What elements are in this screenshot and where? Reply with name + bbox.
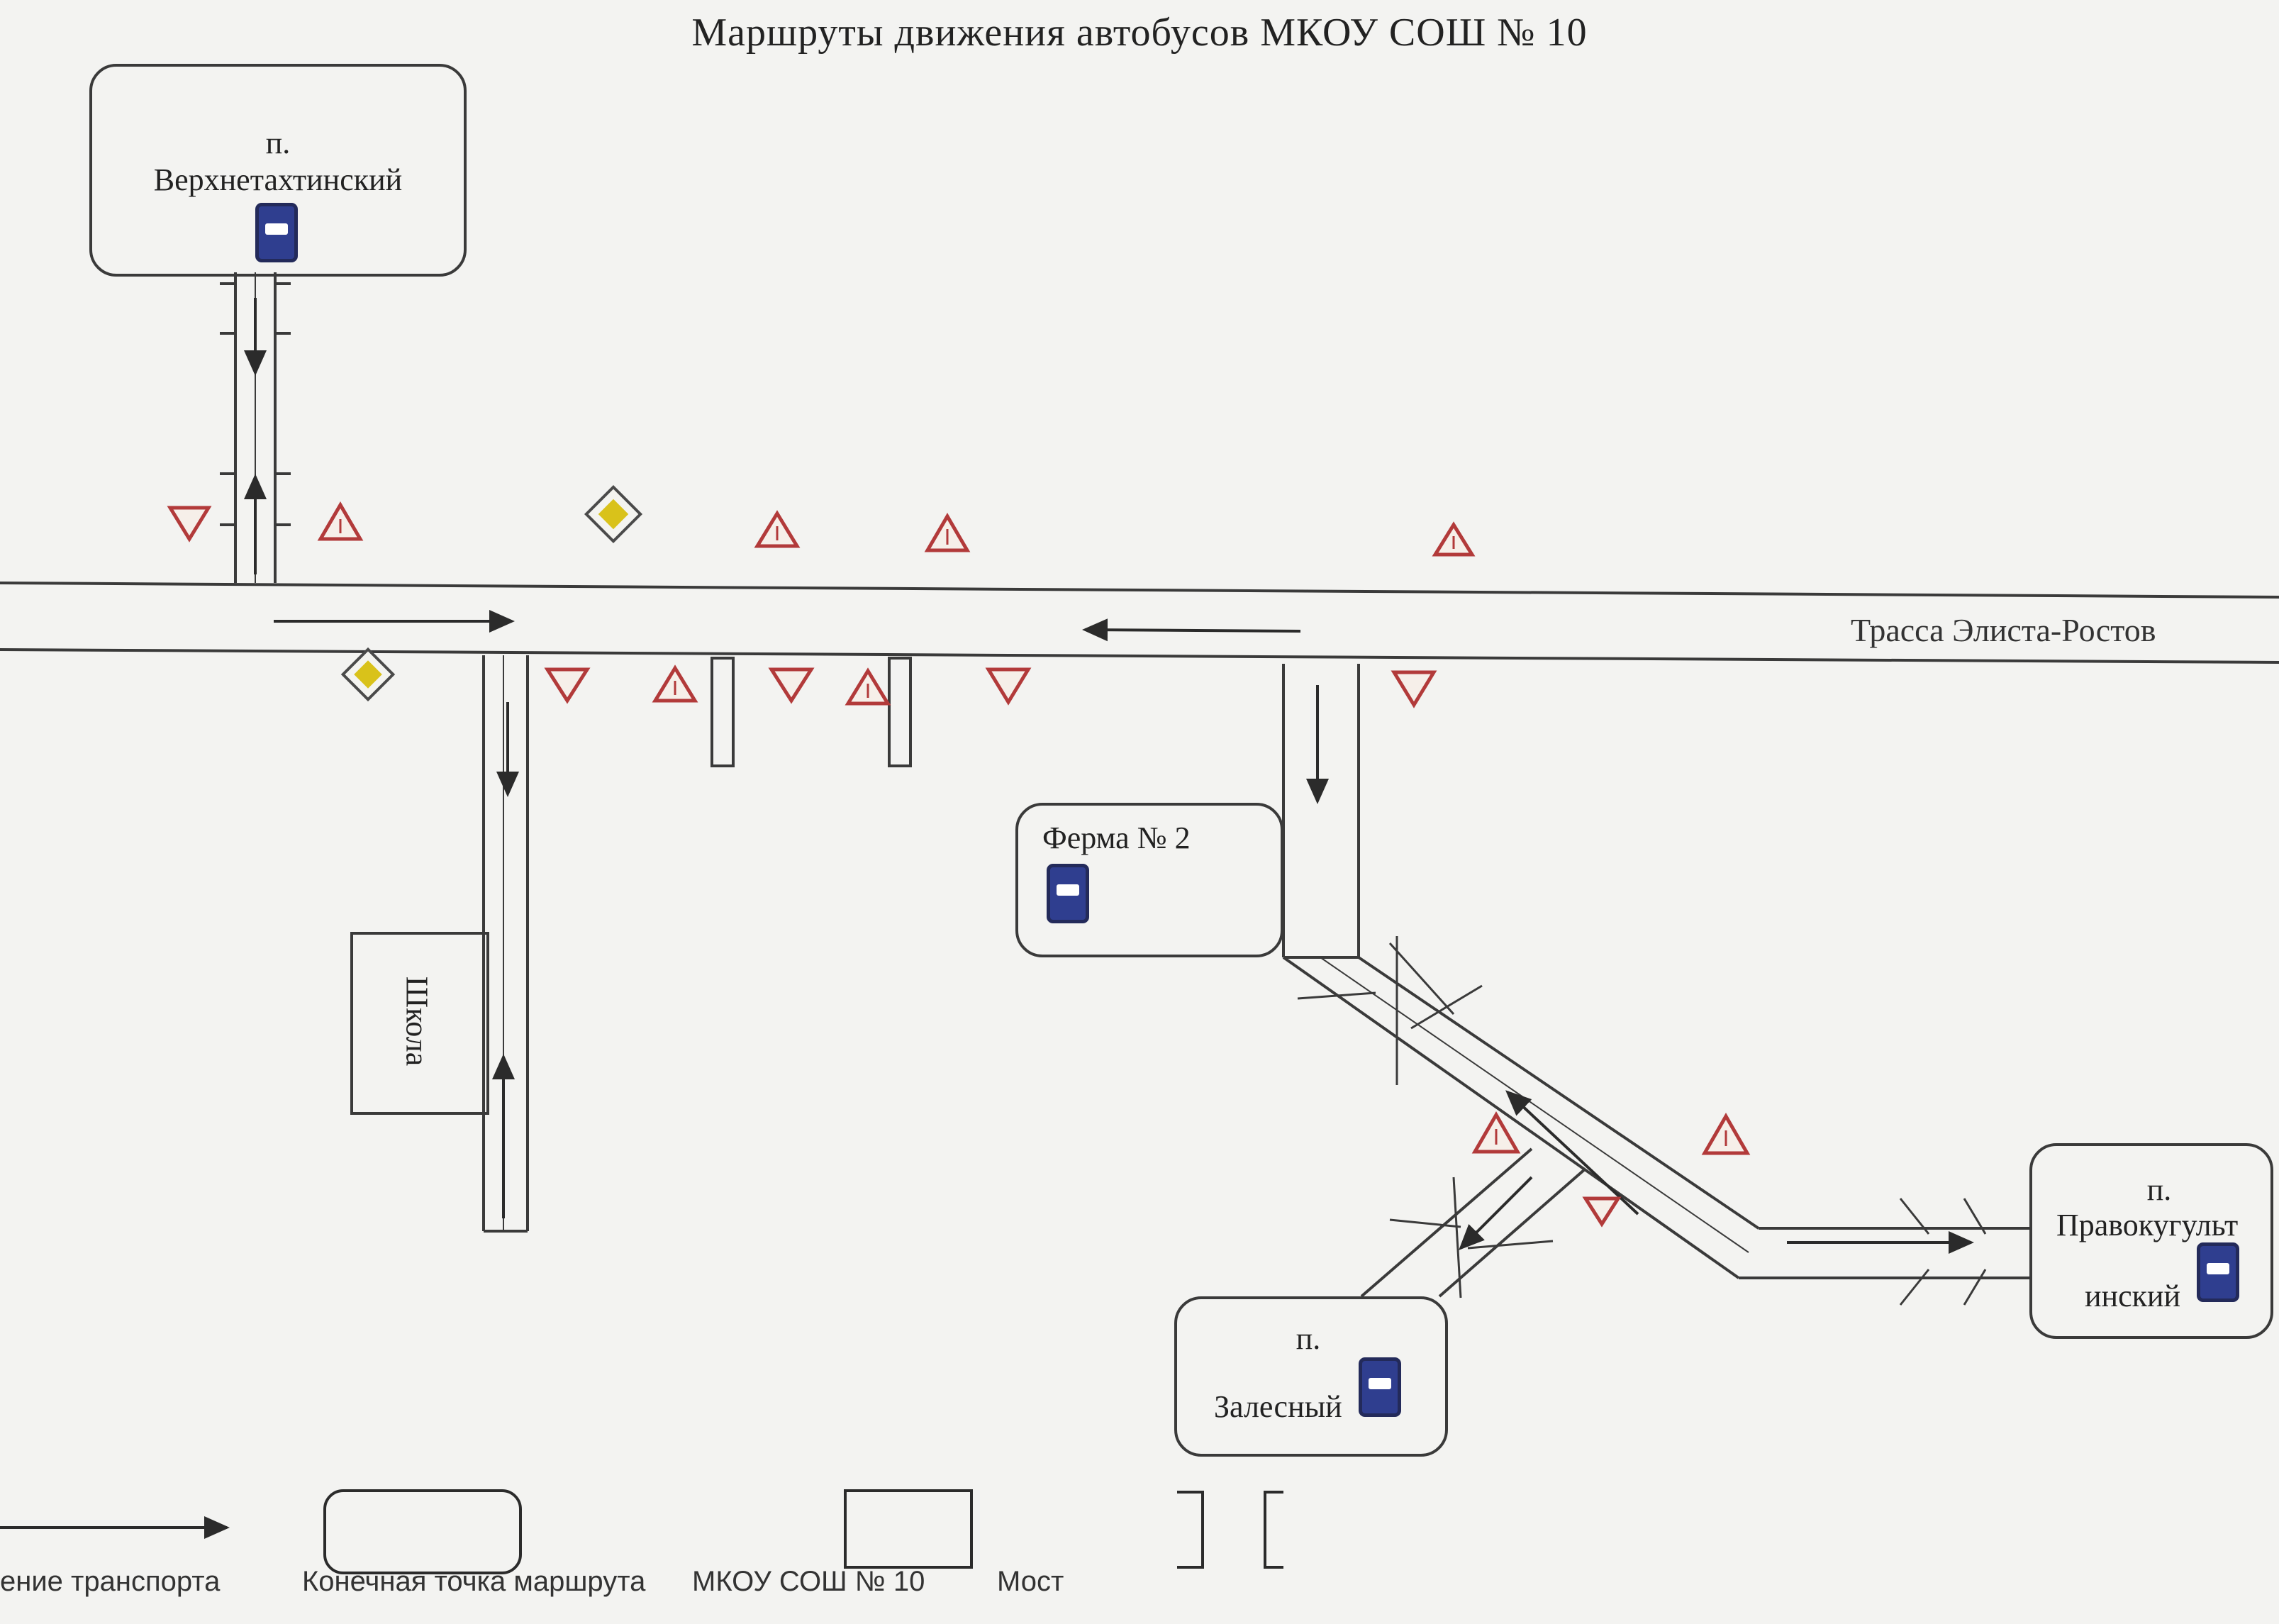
side-road-stub [711, 657, 735, 767]
stop-box-pravokugultinsky [2029, 1143, 2273, 1339]
legend-bridge-left [1177, 1491, 1204, 1569]
zalesny-road-edge-right [1438, 1167, 1587, 1298]
legend-endpoint-box [323, 1489, 522, 1574]
stop-label-pravokugultinsky-1: п. [2146, 1172, 2172, 1207]
highway-edge-bottom [0, 648, 2279, 664]
stop-label-pravokugultinsky-2: Правокугульт [2056, 1208, 2239, 1242]
stop-label-verkhnetakhtinsky-1: п. [265, 126, 291, 160]
stop-label-zalesny-2: Залесный [1214, 1389, 1342, 1424]
yield-sign [768, 667, 815, 704]
priority-road-signs [340, 484, 643, 702]
highway-label: Трасса Элиста-Ростов [1851, 612, 2156, 648]
direction-arrows [244, 298, 1974, 1254]
stop-box-zalesny [1174, 1296, 1448, 1457]
legend-direction-label: ение транспорта [0, 1566, 221, 1597]
stop-label-zalesny-1: п. [1295, 1321, 1321, 1356]
legend-school-box [844, 1489, 973, 1569]
page-title: Маршруты движения автобусов МКОУ СОШ № 1… [691, 11, 1588, 55]
stop-box-verkhnetakhtinsky [89, 64, 467, 277]
bridge-symbol [1297, 936, 1987, 1306]
direction-arrow [1082, 618, 1301, 642]
direction-arrow [1459, 1176, 1533, 1250]
yield-signs [167, 506, 1622, 1228]
diagonal-road-center [1320, 957, 1749, 1253]
bus-stop-icon [2197, 1242, 2239, 1302]
diagonal-road-edge-top [1357, 956, 1760, 1230]
yield-sign [1582, 1196, 1622, 1228]
legend-school-label: МКОУ СОШ № 10 [692, 1566, 925, 1597]
side-road-stub [888, 657, 912, 767]
stop-label-ferma-2: Ферма № 2 [1042, 821, 1191, 855]
yield-sign [544, 667, 591, 704]
stop-label-verkhnetakhtinsky-2: Верхнетахтинский [153, 162, 403, 197]
yield-sign [167, 506, 212, 543]
warning-signs [317, 501, 1751, 1155]
bus-stop-icon [1047, 864, 1089, 923]
zalesny-road-edge-left [1360, 1147, 1533, 1298]
legend-bridge-right [1264, 1491, 1283, 1569]
priority-road-sign [340, 647, 396, 702]
legend-bridge-label: Мост [997, 1566, 1064, 1597]
bridge-symbol [220, 282, 291, 526]
bus-stop-icon [1359, 1357, 1401, 1417]
yield-sign [1391, 670, 1437, 708]
diagonal-road-edge-bottom [1282, 956, 1740, 1279]
legend [0, 1489, 1283, 1574]
direction-arrow [1505, 1090, 1639, 1216]
highway-edge-top [0, 582, 2279, 599]
priority-road-sign [584, 484, 643, 544]
stop-label-pravokugultinsky-3: инский [2085, 1279, 2181, 1313]
school-building [350, 932, 489, 1115]
bus-stop-icon [255, 203, 298, 262]
legend-endpoint-label: Конечная точка маршрута [302, 1566, 646, 1597]
yield-sign [985, 667, 1032, 706]
